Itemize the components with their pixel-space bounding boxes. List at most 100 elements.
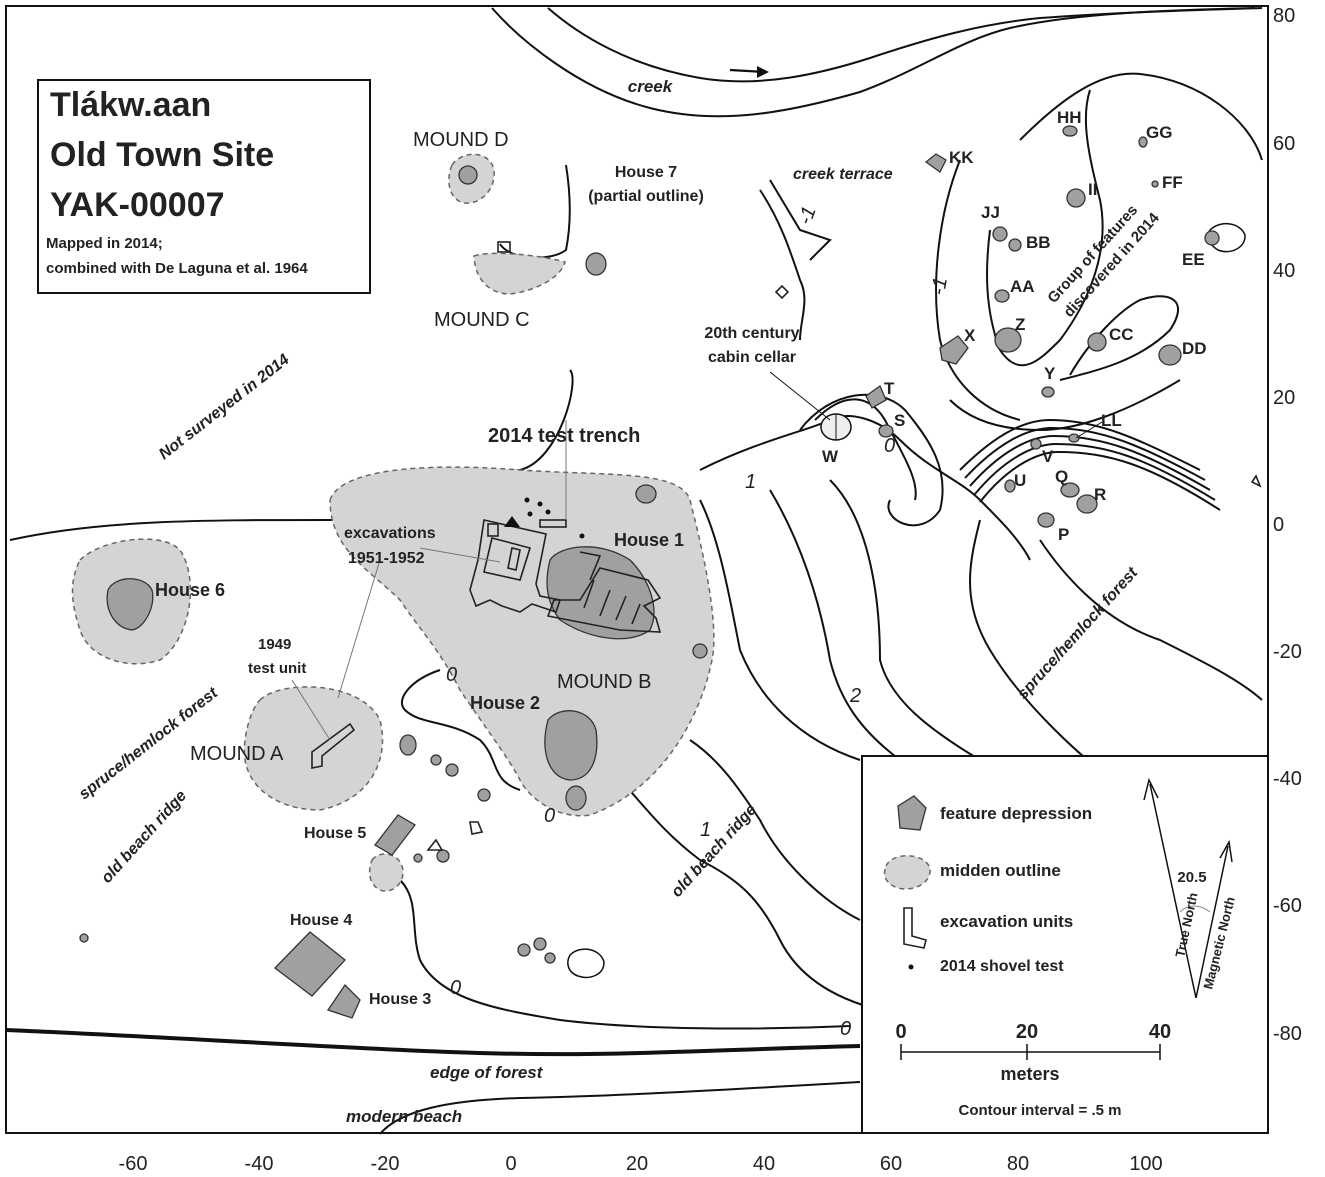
feature-label-z: Z (1015, 315, 1025, 334)
feature-label-t: T (884, 379, 895, 398)
feature-label-ee: EE (1182, 250, 1205, 269)
feature-label-cc: CC (1109, 325, 1134, 344)
contour-label: 0 (840, 1018, 851, 1040)
house3-depression (326, 983, 361, 1019)
magnetic-north-arrow (1195, 845, 1229, 999)
feature-labels: HH GG KK FF II JJ BB EE AA X Z CC DD Y T… (822, 108, 1207, 544)
beach-ridge-left-label: old beach ridge (98, 787, 190, 886)
feature-label-s: S (894, 411, 905, 430)
y-tick: 0 (1273, 514, 1284, 536)
creek: creek (491, 7, 1263, 118)
not-surveyed-label: Not surveyed in 2014 (156, 351, 293, 463)
house7-test-unit (497, 241, 511, 253)
contour-label: -1 (927, 276, 952, 297)
shovel-tests (524, 497, 585, 539)
modern-beach-label: modern beach (346, 1107, 462, 1126)
y-tick: -20 (1273, 641, 1302, 663)
test-unit-label: test unit (248, 660, 306, 677)
feature-label-bb: BB (1026, 233, 1051, 252)
house7-sublabel: (partial outline) (588, 188, 704, 205)
mound-a-label: MOUND A (190, 743, 284, 765)
legend-depression-swatch (897, 795, 927, 831)
edge-of-forest-label: edge of forest (430, 1063, 544, 1082)
legend: feature depression midden outline excava… (861, 755, 1269, 1134)
combined-note: combined with De Laguna et al. 1964 (46, 260, 308, 277)
x-tick: 40 (753, 1153, 775, 1175)
mound-c-midden (473, 252, 566, 295)
feature-label-y: Y (1044, 364, 1056, 383)
contour-label: 2 (849, 685, 861, 707)
feature-label-kk: KK (949, 148, 974, 167)
y-tick: -60 (1273, 895, 1302, 917)
legend-shovel-swatch (908, 964, 914, 970)
y-tick: -40 (1273, 768, 1302, 790)
y-axis: 80 60 40 20 0 -20 -40 -60 -80 (1273, 5, 1302, 1045)
legend-midden-swatch (883, 855, 931, 890)
site-name: Tlákw.aan (50, 86, 211, 124)
small-midden (368, 853, 404, 892)
house1-label: House 1 (614, 530, 684, 550)
y-tick: 40 (1273, 260, 1295, 282)
y-tick: -80 (1273, 1023, 1302, 1045)
house3-label: House 3 (369, 991, 431, 1008)
test-unit-year-label: 1949 (258, 636, 291, 653)
beach-ridge-mid-label: old beach ridge (668, 801, 760, 900)
feature-label-r: R (1094, 485, 1106, 504)
mound-a-midden (243, 686, 384, 811)
x-tick: 60 (880, 1153, 902, 1175)
legend-excavation-units: excavation units (940, 912, 1073, 931)
feature-label-aa: AA (1010, 277, 1035, 296)
mapped-note: Mapped in 2014; (46, 235, 163, 252)
feature-label-w: W (822, 447, 839, 466)
excavation-units (311, 284, 1262, 851)
scale-label-40: 40 (1149, 1021, 1171, 1043)
feature-label-hh: HH (1057, 108, 1082, 127)
cabin-sublabel: cabin cellar (708, 349, 796, 366)
x-axis: -60 -40 -20 0 20 40 60 80 100 (119, 1153, 1163, 1175)
feature-label-u: U (1014, 471, 1026, 490)
feature-label-ll: LL (1101, 411, 1122, 430)
map-frame (5, 5, 1269, 1134)
test-trench-label: 2014 test trench (488, 425, 640, 447)
contour-label: 0 (884, 435, 895, 457)
feature-label-p: P (1058, 525, 1069, 544)
house5-depression (374, 814, 416, 856)
house5-label: House 5 (304, 825, 366, 842)
true-north-arrow (1149, 783, 1197, 999)
y-tick: 60 (1273, 133, 1295, 155)
feature-label-ii: II (1088, 180, 1097, 199)
legend-midden-outline: midden outline (940, 861, 1061, 880)
house4-depression (274, 931, 346, 997)
contour-label: -1 (794, 203, 821, 227)
scale-label-0: 0 (895, 1021, 906, 1043)
feature-depressions (79, 125, 1220, 1019)
excavations-label: excavations (344, 525, 436, 542)
house2-label: House 2 (470, 693, 540, 713)
declination-label: 20.5 (1177, 869, 1206, 886)
x-tick: 80 (1007, 1153, 1029, 1175)
feature-label-gg: GG (1146, 123, 1172, 142)
mound-d-label: MOUND D (413, 129, 509, 151)
creek-terrace-label: creek terrace (793, 166, 893, 183)
contour-label: 1 (745, 471, 756, 493)
feature-label-x: X (964, 326, 976, 345)
feature-label-dd: DD (1182, 339, 1207, 358)
legend-feature-depression: feature depression (940, 804, 1092, 823)
x-tick: -60 (119, 1153, 148, 1175)
contour-label: 1 (700, 819, 711, 841)
scale-units-label: meters (1000, 1064, 1059, 1084)
legend-excavation-swatch (903, 907, 927, 949)
spruce-right-label: spruce/hemlock forest (1014, 564, 1141, 703)
house6-label: House 6 (155, 580, 225, 600)
feature-label-q: Q (1055, 467, 1068, 486)
legend-shovel-test: 2014 shovel test (940, 958, 1064, 975)
site-subtitle: Old Town Site (50, 136, 274, 174)
y-tick: 20 (1273, 387, 1295, 409)
house6-depression (106, 578, 154, 631)
title-block: Tlákw.aan Old Town Site YAK-00007 Mapped… (37, 79, 371, 294)
legend-box (861, 755, 1269, 1134)
feature-label-ff: FF (1162, 173, 1183, 192)
mound-b-midden (329, 466, 715, 817)
